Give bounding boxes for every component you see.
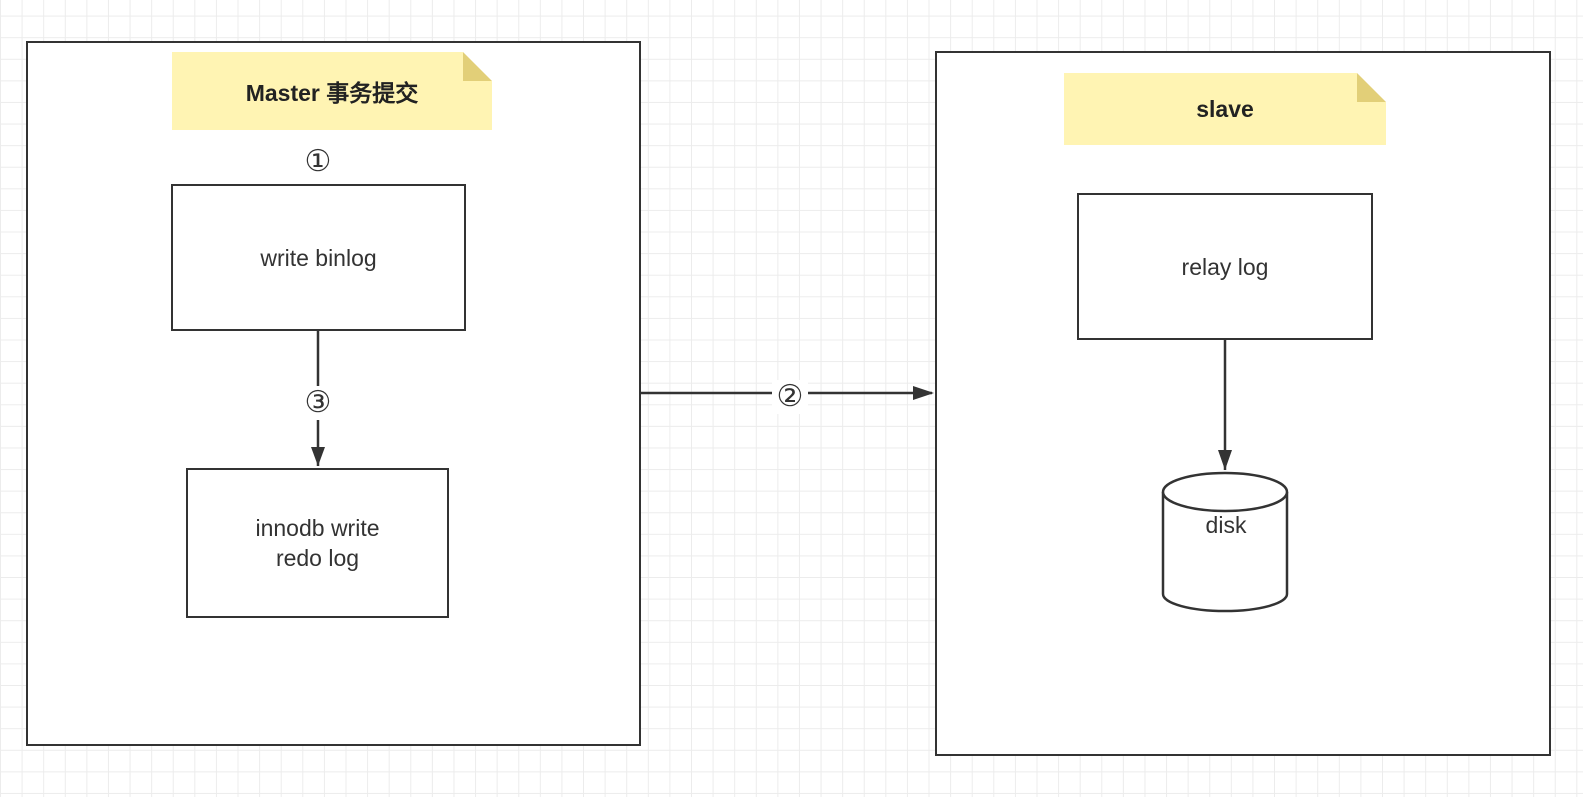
disk-cylinder[interactable] <box>1161 471 1289 613</box>
relay-log-label: relay log <box>1181 253 1269 280</box>
step-3-marker: ③ <box>300 386 336 420</box>
note-fold-corner <box>463 52 492 81</box>
innodb-redo-log-label: innodb write redo log <box>255 515 380 571</box>
relay-log-box[interactable]: relay log <box>1077 193 1373 340</box>
slave-container[interactable] <box>935 51 1551 756</box>
disk-label: disk <box>1205 512 1247 538</box>
step-1-marker: ① <box>304 144 332 179</box>
write-binlog-label: write binlog <box>260 244 377 271</box>
write-binlog-box[interactable]: write binlog <box>171 184 466 331</box>
innodb-redo-log-box[interactable]: innodb write redo log <box>186 468 449 618</box>
arrow-master-to-slave-head <box>913 386 934 400</box>
note-fold-corner <box>1357 73 1386 102</box>
slave-note[interactable]: slave <box>1064 73 1386 145</box>
arrow-binlog-to-innodb-head <box>311 447 325 466</box>
arrow-relay-to-disk-head <box>1218 450 1232 470</box>
master-note-label: Master 事务提交 <box>245 80 419 106</box>
master-note[interactable]: Master 事务提交 <box>172 52 492 130</box>
step-2-marker: ② <box>772 380 808 414</box>
slave-note-label: slave <box>1196 95 1254 122</box>
